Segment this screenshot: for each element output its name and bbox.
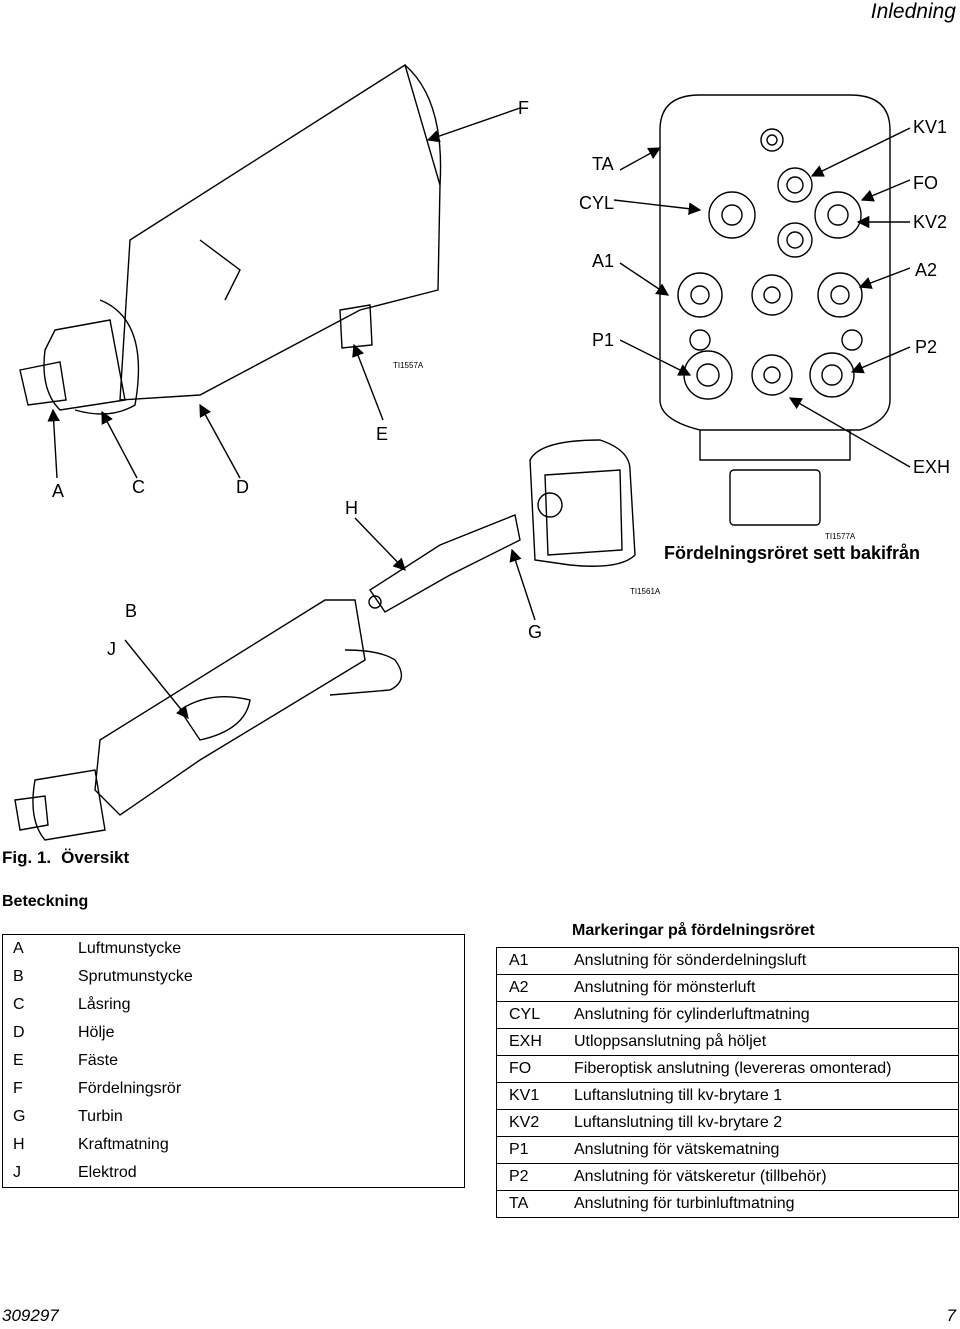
legend-row-key: H	[13, 1136, 25, 1153]
callout-exh: EXH	[913, 457, 951, 477]
legend-row: J Elektrod	[3, 1159, 464, 1187]
legend-row-label: Fäste	[78, 1052, 119, 1069]
marker-row-label: Luftanslutning till kv-brytare 2	[564, 1109, 959, 1137]
callout-arrows	[47, 107, 911, 719]
marker-row-key: P1	[496, 1136, 564, 1164]
marker-row-key: A1	[496, 947, 564, 975]
legend-row-label: Sprutmunstycke	[78, 968, 193, 985]
legend-row: B Sprutmunstycke	[3, 963, 464, 991]
tag-gun: TI1557A	[393, 361, 424, 370]
legend-row-key: D	[13, 1024, 25, 1041]
callout-cyl: CYL	[579, 193, 615, 213]
callout-a: A	[52, 481, 65, 501]
figure-number: Fig. 1.	[2, 848, 52, 867]
figure-title-text: Översikt	[61, 848, 130, 867]
figure-title: Fig. 1. Översikt	[2, 848, 139, 868]
marker-row-key: KV2	[496, 1109, 564, 1137]
gun-housing-drawing	[19, 63, 442, 415]
callout-h: H	[345, 498, 358, 518]
legend-row-label: Hölje	[78, 1024, 115, 1041]
legend-row-key: G	[13, 1108, 26, 1125]
callout-d: D	[236, 477, 249, 497]
marker-row-key: CYL	[496, 1001, 564, 1029]
legend-row-key: J	[13, 1164, 21, 1181]
callout-p1: P1	[592, 330, 615, 350]
manifold-caption: Fördelningsröret sett bakifrån	[664, 543, 921, 563]
callout-e: E	[376, 424, 389, 444]
marker-row-label: Anslutning för sönderdelningsluft	[564, 947, 959, 975]
doc-number: 309297	[2, 1306, 59, 1325]
marker-row-label: Anslutning för vätskeretur (tillbehör)	[564, 1163, 959, 1191]
legend-row-key: C	[13, 996, 25, 1013]
marker-row-key: EXH	[496, 1028, 564, 1056]
callout-kv1: KV1	[913, 117, 948, 137]
legend-row-label: Elektrod	[78, 1164, 137, 1181]
legend-row-key: A	[13, 940, 24, 957]
legend-row: E Fäste	[3, 1047, 464, 1075]
callout-a2: A2	[915, 260, 938, 280]
legend-row-key: F	[13, 1080, 23, 1097]
markers-heading: Markeringar på fördelningsröret	[572, 922, 815, 939]
marker-row-label: Luftanslutning till kv-brytare 1	[564, 1082, 959, 1110]
callout-ta: TA	[592, 154, 614, 174]
callout-f: F	[518, 98, 529, 118]
manifold-drawing	[659, 94, 891, 526]
legend-row-label: Kraftmatning	[78, 1136, 169, 1153]
callout-a1: A1	[592, 251, 615, 271]
callout-b: B	[125, 601, 138, 621]
legend-row: C Låsring	[3, 991, 464, 1019]
marker-row-label: Anslutning för cylinderluftmatning	[564, 1001, 959, 1029]
legend-row-key: B	[13, 968, 24, 985]
marker-row-label: Anslutning för mönsterluft	[564, 974, 959, 1002]
overview-illustration	[14, 63, 911, 841]
legend-row: D Hölje	[3, 1019, 464, 1047]
callout-j: J	[107, 639, 116, 659]
tag-manifold: TI1577A	[825, 532, 856, 541]
marker-row-key: P2	[496, 1163, 564, 1191]
page-number: 7	[946, 1306, 956, 1325]
legend-row-label: Låsring	[78, 996, 131, 1013]
page-header-title: Inledning	[870, 0, 956, 23]
marker-row-key: TA	[496, 1190, 564, 1218]
marker-row-key: A2	[496, 974, 564, 1002]
legend-row: A Luftmunstycke	[3, 935, 464, 963]
power-supply-drawing	[368, 514, 521, 613]
legend-row-key: E	[13, 1052, 24, 1069]
marker-row-label: Anslutning för vätskematning	[564, 1136, 959, 1164]
callout-fo: FO	[913, 173, 938, 193]
callout-g: G	[528, 622, 543, 642]
legend-heading: Beteckning	[2, 893, 89, 910]
tag-turbine: TI1561A	[630, 587, 661, 596]
marker-row-label: Utloppsanslutning på höljet	[564, 1028, 959, 1056]
callout-c: C	[132, 477, 145, 497]
legend-row: H Kraftmatning	[3, 1131, 464, 1159]
marker-row-key: KV1	[496, 1082, 564, 1110]
legend-row: F Fördelningsrör	[3, 1075, 464, 1103]
callout-kv2: KV2	[913, 212, 948, 232]
legend-row-label: Fördelningsrör	[78, 1080, 182, 1097]
marker-row-label: Fiberoptisk anslutning (levereras omonte…	[564, 1055, 959, 1083]
legend-row: G Turbin	[3, 1103, 464, 1131]
turbine-drawing	[529, 439, 636, 567]
callout-p2: P2	[915, 337, 938, 357]
legend-row-label: Luftmunstycke	[78, 940, 182, 957]
legend-row-label: Turbin	[78, 1108, 123, 1125]
marker-row-key: FO	[496, 1055, 564, 1083]
marker-row-label: Anslutning för turbinluftmatning	[564, 1190, 959, 1218]
gun-exploded-drawing	[14, 599, 403, 841]
